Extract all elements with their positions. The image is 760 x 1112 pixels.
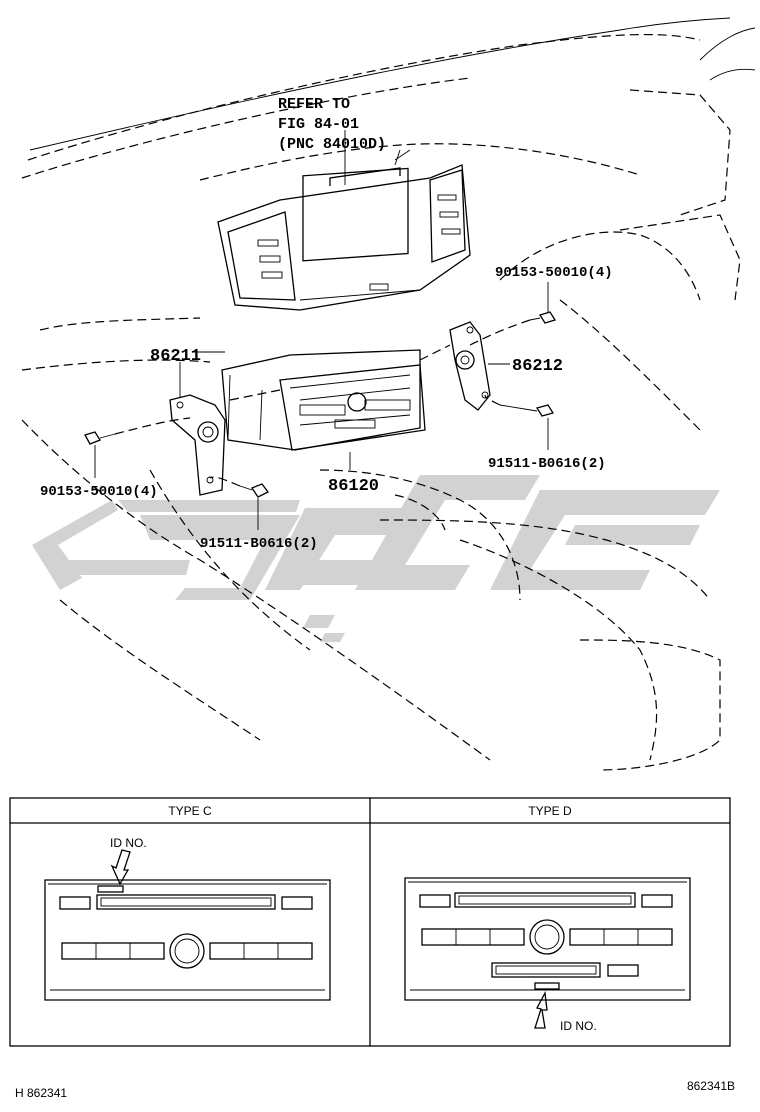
windshield-lines	[29, 17, 756, 151]
part-screw-left: 90153-50010(4)	[40, 484, 158, 500]
id-label-c: ID NO.	[110, 836, 147, 850]
vehicle-outline	[21, 33, 741, 771]
fasteners	[84, 311, 557, 498]
watermark-logo	[32, 475, 720, 642]
type-d-header: TYPE D	[528, 804, 572, 818]
id-label-d: ID NO.	[560, 1019, 597, 1033]
type-c-header: TYPE C	[168, 804, 212, 818]
footer-left: H 862341	[15, 1086, 67, 1100]
type-c-faceplate: ID NO.	[44, 836, 331, 1001]
part-bolt-left: 91511-B0616(2)	[200, 536, 318, 552]
footer-right: 862341B	[687, 1079, 735, 1093]
callouts: REFER TO FIG 84-01 (PNC 84010D) 86211 86…	[40, 96, 613, 552]
type-table: TYPE C TYPE D	[9, 797, 731, 1047]
screw-icon-left	[84, 431, 116, 445]
audio-head-unit	[221, 349, 426, 451]
part-86211: 86211	[150, 347, 201, 366]
leader-lines	[94, 130, 549, 530]
bolt-icon-left	[239, 483, 269, 498]
part-screw-right: 90153-50010(4)	[495, 265, 613, 281]
refer-line-1: REFER TO	[278, 96, 350, 113]
bracket-left	[169, 394, 226, 496]
refer-line-2: FIG 84-01	[278, 116, 359, 133]
bracket-right	[449, 321, 491, 411]
type-d-faceplate: ID NO.	[404, 877, 691, 1033]
part-86120: 86120	[328, 477, 379, 496]
bolt-icon-right	[499, 404, 555, 417]
nav-display-unit	[217, 149, 471, 311]
part-86212: 86212	[512, 357, 563, 376]
screw-icon-right-top	[529, 311, 557, 324]
part-bolt-right: 91511-B0616(2)	[488, 456, 606, 472]
refer-line-3: (PNC 84010D)	[278, 136, 386, 153]
